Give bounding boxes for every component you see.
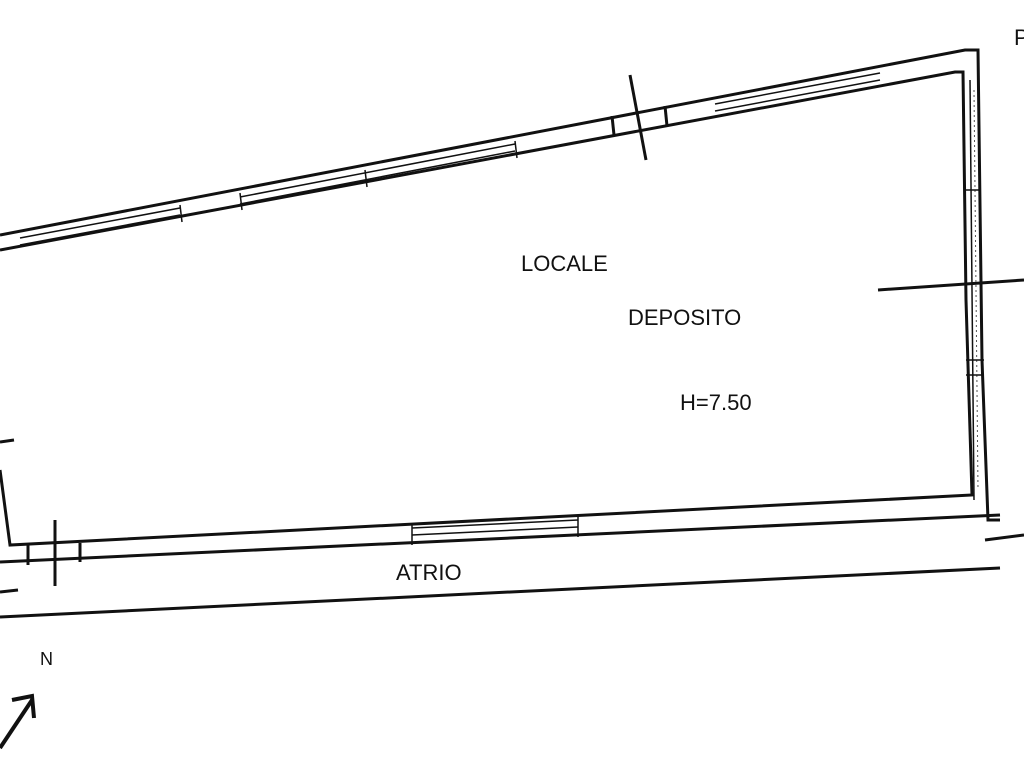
sep-1 [179,204,183,223]
pillar-top-l [610,115,616,136]
sep-4 [514,140,518,159]
window-top-2 [239,143,516,198]
window-right [969,79,975,501]
partition-line [877,278,1024,292]
north-label: N [40,649,53,669]
right-edge-line [984,533,1024,542]
north-arrow-icon [0,693,36,750]
room-height-label: H=7.50 [680,390,752,415]
atrio-label: ATRIO [396,560,462,585]
window-top-3b [714,79,881,112]
left-tick [0,438,15,444]
window-top-3 [714,72,881,105]
window-top-2b [239,150,516,205]
left-tick-2 [0,588,19,594]
window-top-1b [19,214,181,246]
outer-wall [0,48,1000,522]
pillars [26,74,669,586]
inner-wall [0,70,974,547]
outer-bottom-wall [0,513,1001,564]
sep-2 [239,192,243,211]
pillar-top-r [663,105,669,127]
walls [0,48,1024,619]
windows [19,72,984,545]
sep-3 [364,169,368,188]
atrio-bottom-line [0,566,1001,619]
room-name-line1: LOCALE [521,251,608,276]
corner-letter: P [1014,25,1024,50]
window-bottom-b [411,526,579,536]
room-name-line2: DEPOSITO [628,305,741,330]
window-right-dots [973,89,979,491]
window-bottom [411,519,579,529]
window-top-1 [19,207,181,239]
pillar-top-cross [628,74,648,161]
